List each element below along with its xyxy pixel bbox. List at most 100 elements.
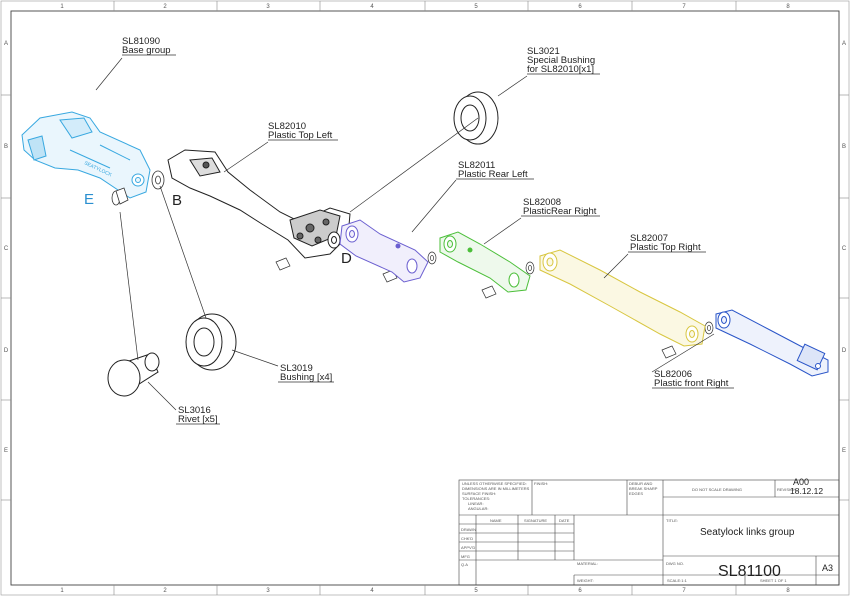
zone-col-4: 4 [370,4,374,10]
zone-row-c-right: C [842,246,847,252]
tb-finish-label: FINISH: [534,481,548,486]
label-sl82006-code: SL82006 [654,369,692,380]
zone-row-b-right: B [842,144,846,150]
tb-note-3: TOLERANCES: [462,496,490,501]
washers-mid [427,251,714,335]
tb-weight-label: WEIGHT: [577,578,594,583]
base-group-part: SEATYLOCK [21,111,151,199]
plastic-top-right-part [539,249,706,347]
label-sl3016-desc: Rivet [x5] [178,414,218,425]
tb-do-not-scale: DO NOT SCALE DRAWING [692,487,742,492]
tb-revision: A00 [793,477,809,487]
zone-row-e: E [4,448,8,454]
tb-title: Seatylock links group [700,527,795,538]
bushing-part [185,313,237,371]
zone-labels: 1 2 3 4 5 6 7 8 1 2 3 4 5 6 7 8 A B C D … [4,4,847,594]
rivet-e [111,187,129,206]
rivets-left [275,257,677,359]
zone-col-3-bottom: 3 [266,588,270,594]
zone-col-6: 6 [578,4,582,10]
zone-col-1: 1 [60,4,64,10]
plastic-front-right-part [715,309,829,377]
label-sl3021-desc2: for SL82010[x1] [527,64,594,75]
tb-scale: SCALE:1:1 [667,578,688,583]
marker-b: B [172,192,182,209]
tb-note-2: SURFACE FINISH: [462,491,496,496]
zone-row-b: B [4,144,8,150]
tb-deburr-0: DEBUR AND [629,481,652,486]
tb-row-appvd: APPV'D [461,545,475,550]
tb-date: 18.12.12 [790,486,823,496]
tb-row-drawn: DRAWN [461,527,476,532]
tb-dwg-label: DWG NO. [666,561,684,566]
label-sl82010-code: SL82010 [268,121,306,132]
marker-e: E [84,191,94,208]
label-sl82007-desc: Plastic Top Right [630,242,701,253]
zone-row-c: C [4,246,9,252]
tb-note-0: UNLESS OTHERWISE SPECIFIED: [462,481,527,486]
tb-size: A3 [822,563,833,573]
label-sl3016-code: SL3016 [178,405,211,416]
zone-col-4-bottom: 4 [370,588,374,594]
label-sl81090-code: SL81090 [122,36,160,47]
tb-note-4: LINEAR: [468,501,484,506]
label-sl3021-desc: Special Bushing [527,55,595,66]
special-bushing-part [453,91,499,145]
tb-col-name: NAME [490,518,502,523]
zone-row-a: A [4,41,8,47]
part-labels: SL81090 Base group SL3021 Special Bushin… [122,36,729,425]
tb-row-chkd: CHK'D [461,536,473,541]
title-block-main: A00 18.12.12 Seatylock links group SL811… [700,477,833,580]
plastic-rear-left-part [339,219,429,283]
leader-lines [95,54,734,425]
tb-sheet: SHEET 1 OF 1 [760,578,787,583]
label-sl82008-code: SL82008 [523,197,561,208]
title-block-text: UNLESS OTHERWISE SPECIFIED: DIMENSIONS A… [461,481,796,583]
tb-material-label: MATERIAL: [577,561,598,566]
tb-deburr-2: EDGES [629,491,643,496]
zone-col-5: 5 [474,4,478,10]
tb-row-qa: Q.A [461,562,468,567]
tb-deburr-1: BREAK SHARP [629,486,658,491]
label-sl82011-desc: Plastic Rear Left [458,169,528,180]
label-sl3019-code: SL3019 [280,363,313,374]
label-sl3021-code: SL3021 [527,46,560,57]
label-sl81090-desc: Base group [122,45,171,56]
zone-col-8: 8 [786,4,790,10]
label-sl82011-code: SL82011 [458,160,495,171]
zone-row-e-right: E [842,448,846,454]
zone-col-8-bottom: 8 [786,588,790,594]
tb-dwg-no: SL81100 [718,563,781,580]
marker-d: D [341,250,352,267]
zone-row-a-right: A [842,41,846,47]
tb-col-date: DATE [559,518,570,523]
label-sl3019-desc: Bushing [x4] [280,372,332,383]
zone-col-3: 3 [266,4,270,10]
rivet-part [107,352,160,397]
tb-col-signature: SIGNATURE [524,518,547,523]
section-markers: E B D [84,191,352,267]
zone-col-5-bottom: 5 [474,588,478,594]
zone-col-7-bottom: 7 [682,588,686,594]
tb-revision-label: REVISION [777,487,796,492]
tb-title-label: TITLE: [666,518,678,523]
label-sl82006-desc: Plastic front Right [654,378,729,389]
zone-row-d-right: D [842,348,847,354]
tb-note-1: DIMENSIONS ARE IN MILLIMETERS [462,486,530,491]
zone-col-2-bottom: 2 [163,588,167,594]
tb-row-mfg: MFG [461,554,470,559]
zone-col-6-bottom: 6 [578,588,582,594]
label-sl82010-desc: Plastic Top Left [268,130,333,141]
plastic-rear-right-part [439,231,531,293]
tb-note-5: ANGULAR: [468,506,488,511]
washer-b [151,170,165,190]
zone-row-d: D [4,348,9,354]
zone-col-2: 2 [163,4,167,10]
plastic-top-left-part [167,149,351,259]
label-sl82007-code: SL82007 [630,233,668,244]
zone-col-1-bottom: 1 [60,588,64,594]
zone-col-7: 7 [682,4,686,10]
